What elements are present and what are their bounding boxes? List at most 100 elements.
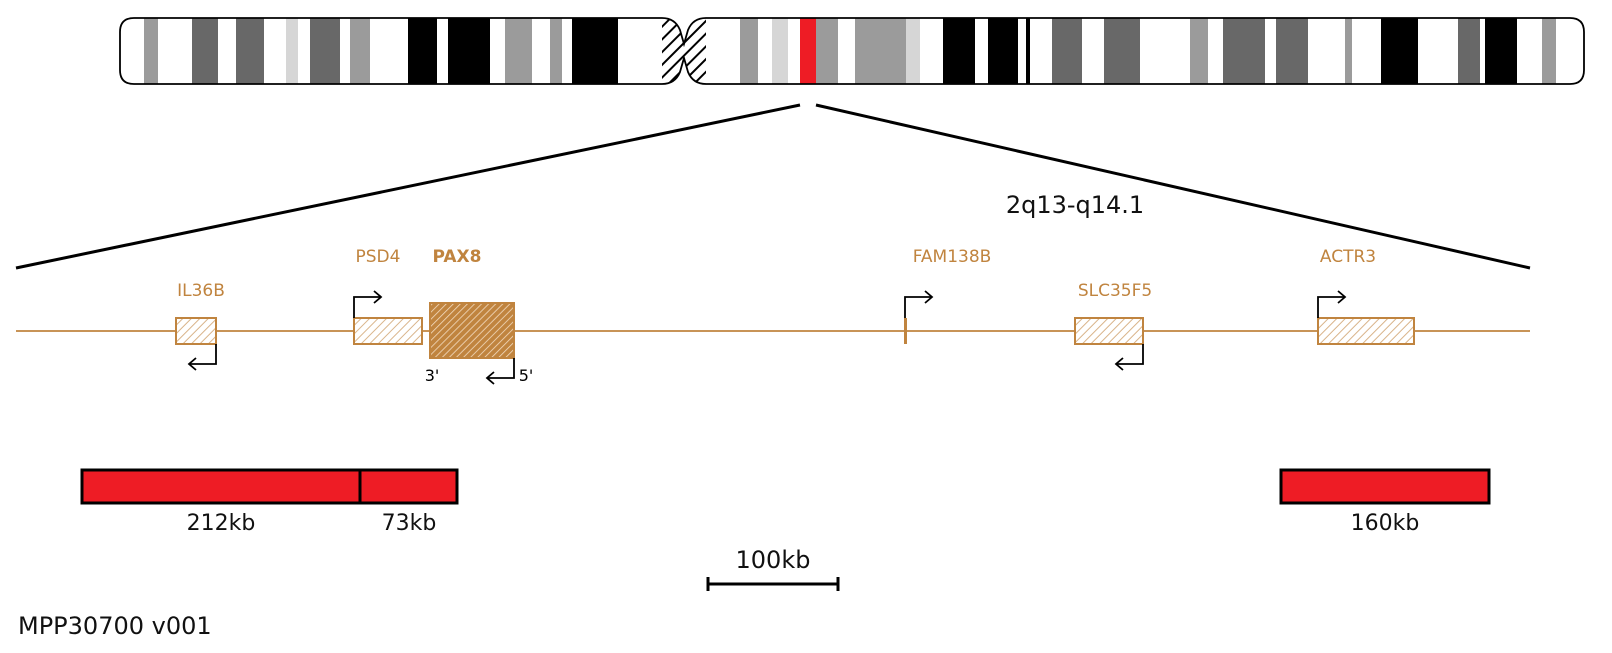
scale-bar: 100kb — [706, 546, 840, 591]
chromosome-band — [144, 18, 158, 84]
arrowhead-icon — [485, 371, 495, 385]
pax8-3prime-label: 3' — [425, 366, 440, 385]
chromosome-band — [1556, 18, 1584, 84]
probe-212kb-label: 212kb — [187, 511, 256, 536]
chromosome-band — [1030, 18, 1052, 84]
centromere — [662, 18, 706, 84]
probe-track: 212kb 73kb 160kb — [80, 468, 1491, 536]
chromosome-band — [1276, 18, 1308, 84]
chromosome-outline — [119, 17, 1585, 85]
gene-il36b: IL36B — [175, 281, 225, 371]
chromosome-band — [855, 18, 906, 84]
gene-fam138b-label: FAM138B — [913, 247, 992, 267]
chromosome-band — [532, 18, 550, 84]
chromosome-band — [370, 18, 408, 84]
chromosome-band — [1190, 18, 1208, 84]
chromosome-band — [920, 18, 943, 84]
arrowhead-icon — [373, 290, 383, 304]
chromosome-band — [1308, 18, 1345, 84]
chromosome-band — [1052, 18, 1082, 84]
chromosome-band — [1140, 18, 1190, 84]
chromosome-band — [192, 18, 218, 84]
gene-il36b-label: IL36B — [177, 281, 225, 301]
chromosome-band — [490, 18, 505, 84]
gene-psd4: PSD4 — [353, 247, 423, 345]
chromosome-band — [340, 18, 350, 84]
probe-160kb-label: 160kb — [1351, 511, 1420, 536]
chromosome-band — [988, 18, 1018, 84]
arrowhead-icon — [187, 357, 197, 371]
chromosome-band — [740, 18, 758, 84]
arrow-left-icon — [488, 358, 515, 379]
chromosome-band — [1208, 18, 1223, 84]
chromosome-band — [1223, 18, 1265, 84]
gene-pax8-box — [429, 302, 515, 359]
chromosome-band — [264, 18, 286, 84]
chromosome-band — [1026, 18, 1030, 84]
chromosome-band — [120, 18, 144, 84]
version-label: MPP30700 v001 — [18, 612, 212, 640]
arrowhead-icon — [1337, 290, 1347, 304]
arrow-left-icon — [1117, 344, 1144, 365]
probe-73kb — [358, 468, 459, 505]
gene-actr3-label: ACTR3 — [1320, 247, 1376, 267]
chromosome-ideogram — [119, 17, 1585, 85]
chromosome-band — [236, 18, 264, 84]
gene-pax8: PAX8 3' 5' — [425, 247, 534, 385]
chromosome-band — [816, 18, 838, 84]
probe-73kb-label: 73kb — [382, 511, 437, 536]
arrow-left-icon — [190, 344, 217, 365]
gene-slc35f5: SLC35F5 — [1074, 281, 1152, 371]
gene-psd4-label: PSD4 — [356, 247, 401, 267]
chromosome-band — [1381, 18, 1418, 84]
arrow-right-icon — [1317, 296, 1344, 318]
gene-psd4-box — [353, 317, 423, 345]
chromosome-band — [975, 18, 988, 84]
chromosome-band — [1480, 18, 1485, 84]
pax8-5prime-label: 5' — [519, 366, 534, 385]
gene-il36b-box — [175, 317, 217, 345]
gene-fam138b-box — [904, 318, 907, 344]
region-label: 2q13-q14.1 — [1006, 191, 1144, 219]
chromosome-band — [1458, 18, 1480, 84]
chromosome-band — [1018, 18, 1026, 84]
gene-pax8-label: PAX8 — [433, 247, 482, 267]
chromosome-band — [943, 18, 975, 84]
chromosome-band — [550, 18, 562, 84]
chromosome-band — [218, 18, 236, 84]
chromosome-band — [158, 18, 192, 84]
chromosome-band — [437, 18, 448, 84]
probe-212kb — [80, 468, 362, 505]
highlighted-band — [800, 18, 816, 84]
gene-actr3: ACTR3 — [1317, 247, 1415, 345]
scale-bar-label: 100kb — [736, 546, 811, 574]
arrow-right-icon — [904, 296, 931, 318]
chromosome-band — [838, 18, 855, 84]
chromosome-band — [1104, 18, 1140, 84]
zoom-line-right — [815, 103, 1531, 270]
chromosome-band — [562, 18, 572, 84]
chromosome-band — [1345, 18, 1352, 84]
chromosome-band — [618, 18, 662, 84]
gene-actr3-box — [1317, 317, 1415, 345]
chromosome-band — [448, 18, 490, 84]
chromosome-band — [1082, 18, 1104, 84]
chromosome-band — [572, 18, 618, 84]
chromosome-band — [310, 18, 340, 84]
chromosome-band — [298, 18, 310, 84]
chromosome-band — [1542, 18, 1556, 84]
chromosome-bands — [120, 18, 1584, 84]
arrow-right-icon — [353, 296, 380, 318]
chromosome-band — [408, 18, 437, 84]
chromosome-band — [772, 18, 788, 84]
chromosome-band — [1517, 18, 1542, 84]
chromosome-band — [505, 18, 532, 84]
probe-160kb — [1279, 468, 1491, 505]
gene-track: IL36B PSD4 PAX8 3' 5' FAM138B — [16, 247, 1530, 385]
arrowhead-icon — [924, 290, 934, 304]
arrowhead-icon — [1114, 357, 1124, 371]
chromosome-band — [1418, 18, 1458, 84]
chromosome-band — [286, 18, 298, 84]
chromosome-band — [1265, 18, 1276, 84]
